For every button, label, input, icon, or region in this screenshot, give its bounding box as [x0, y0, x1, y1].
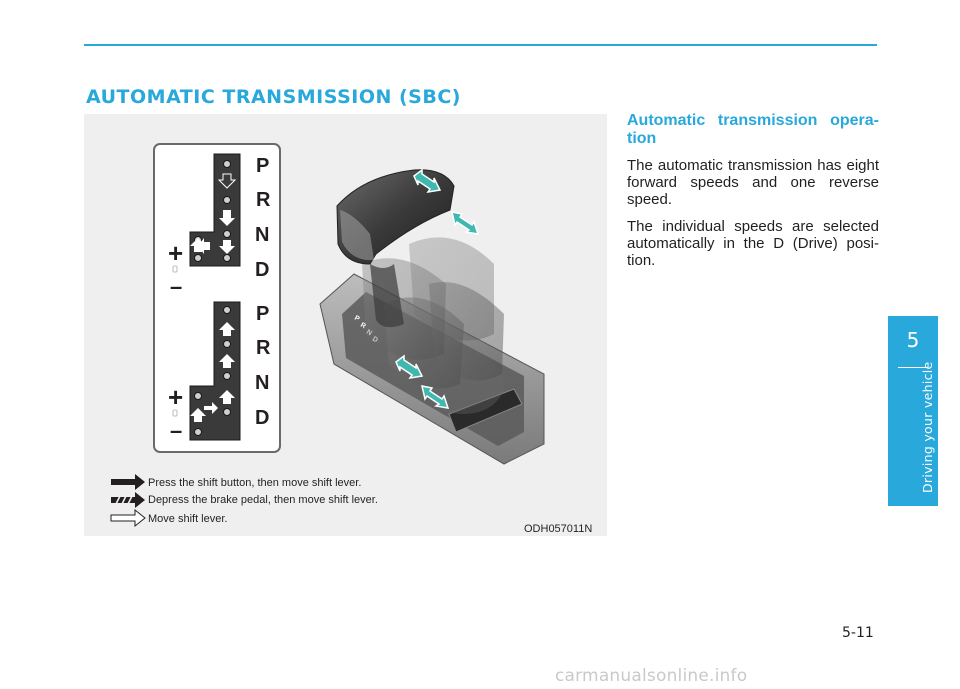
paragraph-1: The automatic transmission has eight for… — [627, 157, 879, 208]
minus-sign-bottom: – — [170, 418, 182, 443]
svg-text:P: P — [353, 315, 361, 324]
watermark: carmanualsonline.info — [555, 666, 748, 686]
gate-letter-p-top: P — [256, 155, 269, 177]
shift-lever-figure: P R N D P R N D + – + – P R N — [84, 114, 607, 536]
gate-slot-bottom — [189, 301, 241, 441]
content-heading: Automatic transmission opera-tion — [627, 112, 879, 147]
minus-sign-top: – — [170, 274, 182, 299]
plus-sign-bottom: + — [168, 382, 183, 412]
plus-sign-top: + — [168, 238, 183, 268]
gate-letter-r-top: R — [256, 189, 271, 211]
gate-letter-n-bottom: N — [255, 372, 269, 394]
striped-arrow-icon — [111, 492, 145, 508]
content-column: Automatic transmission opera-tion The au… — [627, 112, 879, 279]
gate-letter-n-top: N — [255, 224, 269, 246]
shift-lever-illustration: P R N D — [319, 168, 545, 465]
manual-indicator-bottom — [172, 409, 178, 417]
gate-letter-p-bottom: P — [256, 303, 269, 325]
chapter-label-wrap: Driving your vehicle — [920, 361, 935, 495]
figure-code: ODH057011N — [524, 523, 592, 535]
legend: Press the shift button, then move shift … — [110, 474, 592, 535]
manual-indicator-top — [172, 265, 178, 273]
shift-illustration: P R N D P R N D + – + – P R N — [110, 143, 592, 535]
page-number: 5-11 — [842, 625, 874, 641]
gate-panel — [153, 143, 281, 453]
top-rule — [84, 44, 877, 46]
svg-text:R: R — [359, 322, 367, 331]
gate-letter-d-bottom: D — [255, 407, 269, 429]
movement-arrows — [395, 168, 480, 409]
legend-text-outline: Move shift lever. — [148, 513, 227, 525]
legend-text-solid: Press the shift button, then move shift … — [148, 477, 361, 489]
chapter-label: Driving your vehicle — [920, 361, 935, 493]
paragraph-2: The individual speeds are selected autom… — [627, 218, 879, 269]
gate-diagram: P R N D P R N D + – + – — [153, 143, 281, 453]
gate-letter-d-top: D — [255, 259, 269, 281]
legend-text-striped: Depress the brake pedal, then move shift… — [148, 494, 378, 506]
chapter-divider — [898, 367, 928, 368]
outline-arrow-icon — [110, 508, 146, 528]
section-title: AUTOMATIC TRANSMISSION (SBC) — [86, 86, 461, 108]
gate-letter-r-bottom: R — [256, 337, 271, 359]
chapter-number: 5 — [906, 328, 920, 352]
solid-arrow-icon — [111, 474, 145, 490]
chapter-tab[interactable]: 5 Driving your vehicle — [888, 316, 938, 506]
